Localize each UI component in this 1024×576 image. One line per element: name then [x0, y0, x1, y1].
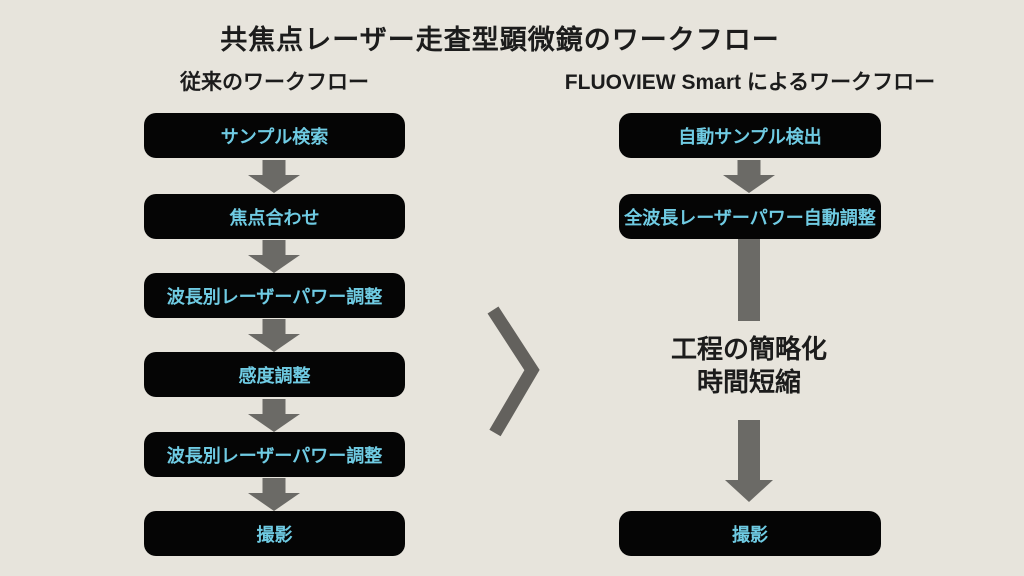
connector-stem — [738, 239, 760, 321]
right-step-auto-sample-detect: 自動サンプル検出 — [619, 113, 881, 158]
page-title: 共焦点レーザー走査型顕微鏡のワークフロー — [220, 25, 780, 55]
down-arrow-icon — [725, 420, 773, 502]
left-step-imaging: 撮影 — [144, 511, 405, 556]
right-step-auto-laser-power-all-wavelengths: 全波長レーザーパワー自動調整 — [619, 194, 881, 239]
left-step-focusing: 焦点合わせ — [144, 194, 405, 239]
down-arrow-icon — [248, 319, 300, 352]
down-arrow-icon — [248, 478, 300, 511]
down-arrow-icon — [248, 240, 300, 273]
chevron-right-icon — [487, 306, 540, 437]
down-arrow-icon — [248, 160, 300, 193]
left-column-header: 従来のワークフロー — [180, 71, 369, 94]
left-step-laser-power-per-wavelength: 波長別レーザーパワー調整 — [144, 273, 405, 318]
benefit-text: 工程の簡略化 時間短縮 — [599, 333, 899, 399]
left-step-laser-power-per-wavelength-2: 波長別レーザーパワー調整 — [144, 432, 405, 477]
benefit-line-1: 工程の簡略化 — [670, 334, 827, 364]
right-column-header: FLUOVIEW Smart によるワークフロー — [564, 71, 936, 94]
benefit-line-2: 時間短縮 — [696, 367, 801, 397]
down-arrow-icon — [248, 399, 300, 432]
right-step-imaging: 撮影 — [619, 511, 881, 556]
down-arrow-icon — [723, 160, 775, 193]
left-step-sample-search: サンプル検索 — [144, 113, 405, 158]
left-step-sensitivity-adjust: 感度調整 — [144, 352, 405, 397]
